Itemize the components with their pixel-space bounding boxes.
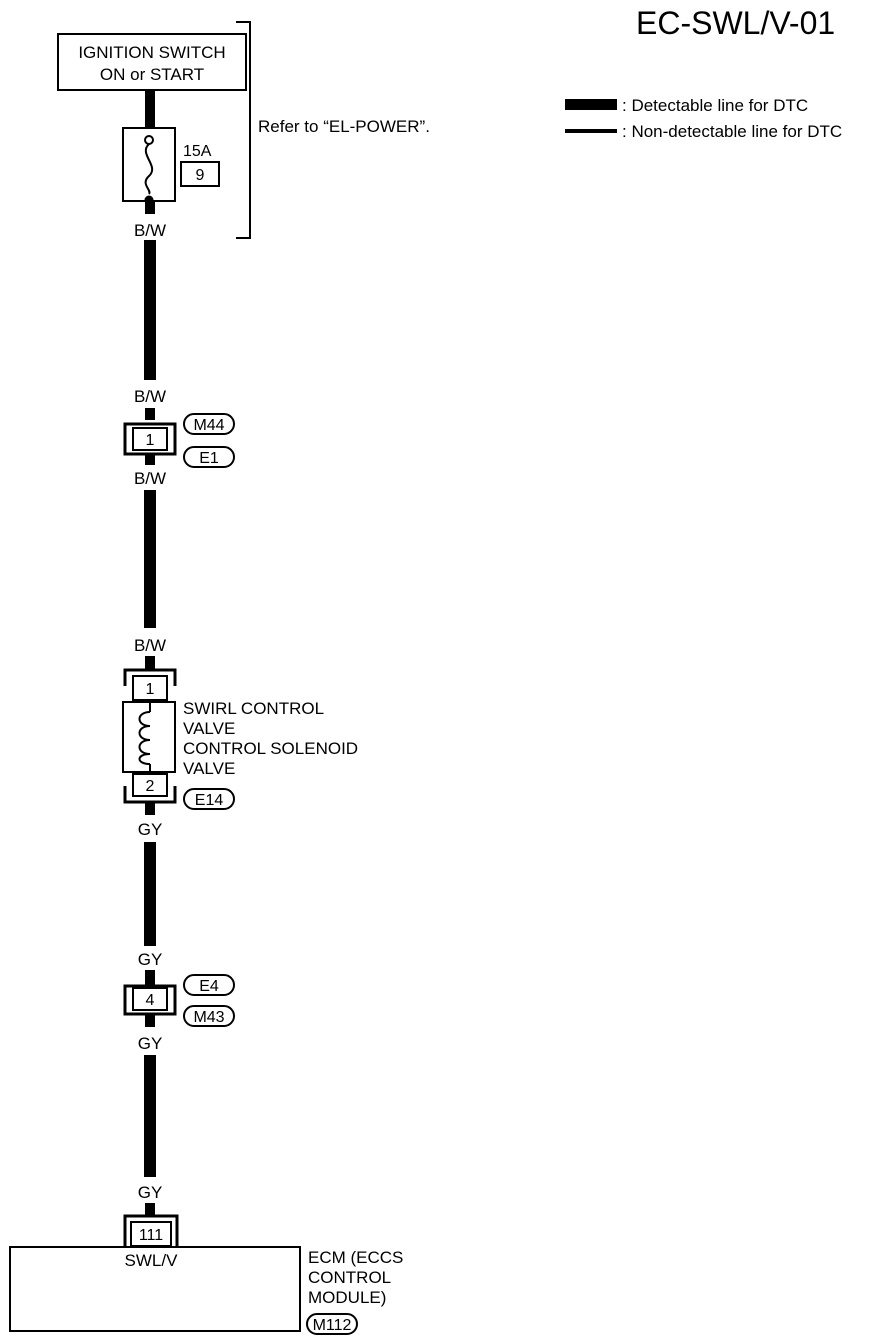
wire-gy-segment-2 [144,1055,156,1177]
wire-gy-stub-1 [145,803,155,815]
wire-gy-segment-1 [144,842,156,946]
connector-badge-e4: E4 [199,978,219,995]
fuse-rating: 15A [183,143,212,160]
ecm-pin: 111 [139,1227,163,1244]
wire-label-bw-4: B/W [134,636,166,655]
wire-bw-stub-1 [145,202,155,214]
solenoid-name-1: SWIRL CONTROL [183,699,324,718]
connector-m44-e1-pin: 1 [146,432,155,449]
solenoid-pin-bottom: 2 [146,778,155,795]
legend-non-detectable-text: : Non-detectable line for DTC [622,122,842,141]
ecm-name-3: MODULE) [308,1288,386,1307]
connector-badge-m44: M44 [193,417,224,434]
wire-gy-stub-3 [145,1015,155,1027]
wire-label-bw-1: B/W [134,221,166,240]
legend-detectable-line [565,99,617,110]
refer-bracket: Refer to “EL-POWER”. [236,21,430,239]
wire-bw-segment-1 [144,240,156,380]
fuse-number: 9 [196,167,205,184]
wire-bw-segment-2 [144,490,156,628]
legend-detectable-text: : Detectable line for DTC [622,96,808,115]
ecm-terminal-label: SWL/V [125,1251,179,1270]
wire-label-gy-4: GY [138,1183,163,1202]
wire-label-gy-3: GY [138,1034,163,1053]
solenoid-name-2: VALVE [183,719,235,738]
refer-note: Refer to “EL-POWER”. [258,117,430,136]
ecm-name-2: CONTROL [308,1268,391,1287]
solenoid-valve: 1 2 SWIRL CONTROL VALVE CONTROL SOLENOID… [122,668,358,810]
connector-badge-e1: E1 [199,450,219,467]
solenoid-name-3: CONTROL SOLENOID [183,739,358,758]
ecm: 111 SWL/V ECM (ECCS CONTROL MODULE) M112 [9,1214,403,1335]
ecm-name-1: ECM (ECCS [308,1248,403,1267]
solenoid-name-4: VALVE [183,759,235,778]
connector-badge-e14: E14 [195,792,224,809]
wire-label-gy-2: GY [138,950,163,969]
wire-gy-stub-2 [145,970,155,986]
ignition-switch-label-2: ON or START [100,65,204,84]
wire-label-bw-3: B/W [134,469,166,488]
solenoid-pin-top: 1 [146,681,155,698]
ignition-switch-label-1: IGNITION SWITCH [78,43,225,62]
connector-badge-m112: M112 [313,1317,352,1334]
wire-gy-stub-4 [145,1203,155,1217]
solenoid-coil-icon [138,711,151,765]
wire-switch-to-fuse [145,90,155,130]
legend: : Detectable line for DTC : Non-detectab… [565,96,842,141]
ignition-switch: IGNITION SWITCH ON or START [57,33,247,91]
fuse-element-icon [144,143,154,195]
wire-bw-stub-3 [145,455,155,465]
connector-e4-m43: 4 E4 M43 [123,974,235,1027]
connector-m44-e1: 1 M44 E1 [123,413,235,468]
wire-label-bw-2: B/W [134,387,166,406]
fuse: 15A 9 [122,127,220,205]
page-code: EC-SWL/V-01 [636,5,835,41]
wire-bw-stub-4 [145,656,155,670]
wire-bw-stub-2 [145,408,155,420]
connector-e4-m43-pin: 4 [146,992,155,1009]
wire-label-gy-1: GY [138,820,163,839]
connector-badge-m43: M43 [193,1009,224,1026]
